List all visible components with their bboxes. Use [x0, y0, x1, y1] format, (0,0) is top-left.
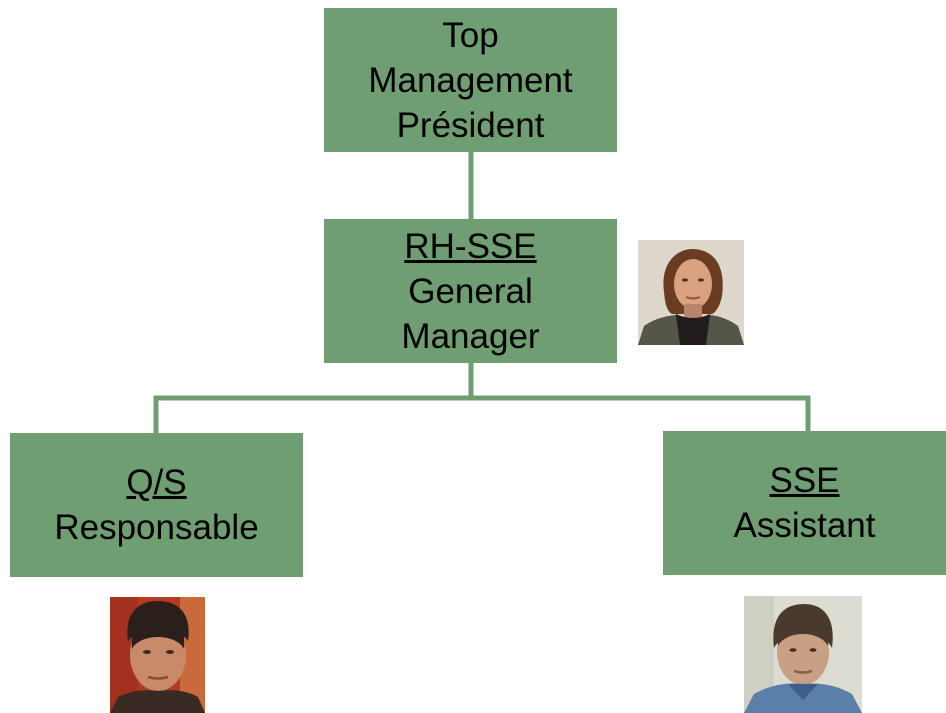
gm-box-department: RH-SSE [404, 226, 537, 266]
top-box-line3: Président [396, 105, 545, 145]
gm-box-line3: Manager [401, 316, 540, 356]
top-box-line2: Management [368, 60, 573, 100]
gm-box-line2: General [408, 271, 533, 311]
qs-box-role: Responsable [54, 508, 259, 547]
top-management-box: Top Management Président [324, 8, 617, 152]
portrait-woman-photo [638, 240, 744, 345]
sse-assistant-box: SSE Assistant [663, 431, 946, 575]
portrait-man-photo [110, 597, 205, 713]
sse-box-department: SSE [769, 461, 840, 500]
qs-responsable-box: Q/S Responsable [10, 433, 303, 577]
general-manager-box: RH-SSE General Manager [324, 219, 617, 363]
portrait-man-photo [744, 596, 862, 713]
sse-box-role: Assistant [733, 506, 876, 545]
top-box-line1: Top [442, 15, 499, 55]
qs-box-department: Q/S [126, 463, 187, 502]
